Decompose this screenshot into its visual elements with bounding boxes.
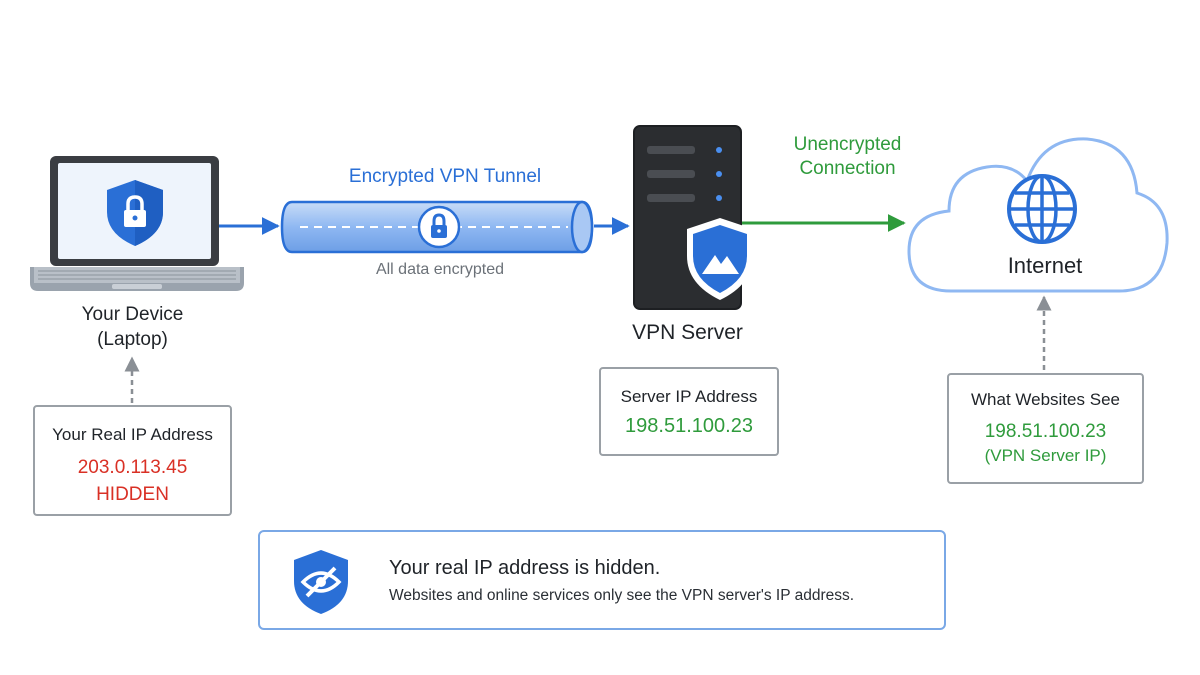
websites-see-box: What Websites See 198.51.100.23 (VPN Ser…: [947, 373, 1144, 484]
device-label-line1: Your Device: [81, 304, 184, 325]
unencrypted-line2: Connection: [799, 158, 896, 179]
shield-lock-icon: [107, 180, 163, 246]
notice-body: Websites and online services only see th…: [389, 587, 855, 604]
tunnel-subtitle: All data encrypted: [375, 261, 505, 278]
websites-see-title: What Websites See: [971, 390, 1120, 409]
unencrypted-connection-label: Unencrypted Connection: [760, 133, 935, 181]
globe-icon: [1007, 174, 1077, 244]
server-ip-title: Server IP Address: [620, 387, 758, 406]
websites-see-note: (VPN Server IP): [984, 446, 1107, 465]
unencrypted-line1: Unencrypted: [793, 134, 902, 155]
privacy-notice: Your real IP address is hidden. Websites…: [258, 530, 946, 630]
shield-eye-slash-icon: [294, 550, 348, 614]
device-label: Your Device (Laptop): [40, 302, 225, 352]
device-label-line2: (Laptop): [97, 329, 168, 350]
shield-mountain-icon: [687, 218, 753, 300]
tunnel-title: Encrypted VPN Tunnel: [348, 166, 542, 187]
server-ip-value: 198.51.100.23: [625, 415, 753, 437]
notice-title: Your real IP address is hidden.: [389, 557, 661, 579]
websites-see-ip: 198.51.100.23: [984, 421, 1107, 442]
real-ip-box: Your Real IP Address 203.0.113.45 HIDDEN: [33, 405, 232, 516]
server-ip-box: Server IP Address 198.51.100.23: [599, 367, 779, 456]
server-label: VPN Server: [632, 321, 743, 344]
lock-icon: [417, 205, 461, 249]
internet-label: Internet: [1007, 253, 1083, 278]
real-ip-value: 203.0.113.45: [77, 457, 188, 478]
real-ip-title: Your Real IP Address: [52, 425, 213, 444]
real-ip-status: HIDDEN: [96, 484, 169, 505]
